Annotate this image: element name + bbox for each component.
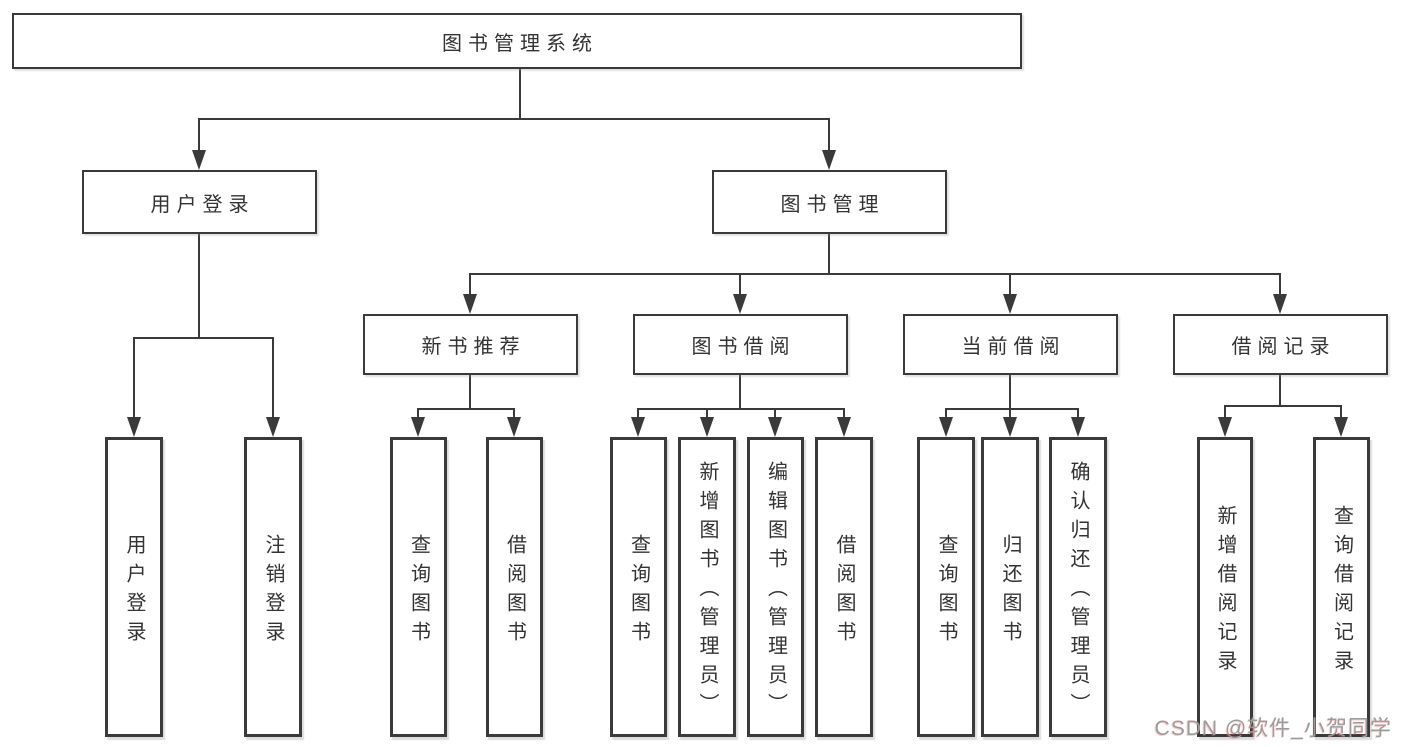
leaf-add-books-admin-label: 新增图书（管理员） (696, 461, 718, 722)
arrow-down-icon (837, 417, 851, 437)
connector-stem (469, 375, 471, 410)
connector-child-stem (945, 408, 947, 423)
arrow-down-icon (768, 417, 782, 437)
leaf-borrow-books: 借阅图书 (815, 437, 873, 737)
leaf-add-books-admin: 新增图书（管理员） (678, 437, 736, 737)
leaf-borrow-books-recommend-label: 借阅图书 (503, 533, 526, 650)
connector-child-stem (843, 408, 845, 423)
connector-child-stem (198, 118, 200, 156)
arrow-down-icon (127, 417, 141, 437)
connector-stem (198, 234, 200, 339)
arrow-down-icon (1273, 294, 1287, 314)
node-current-borrowing-label: 当前借阅 (961, 336, 1066, 358)
connector-child-stem (1009, 408, 1011, 423)
arrow-down-icon (1003, 294, 1017, 314)
leaf-query-books-recommend: 查询图书 (390, 437, 447, 737)
leaf-return-books-label: 归还图书 (999, 533, 1021, 650)
leaf-query-books-current: 查询图书 (917, 437, 975, 737)
node-new-book-recommend: 新书推荐 (363, 314, 578, 375)
connector-child-stem (1224, 405, 1226, 423)
connector-child-stem (417, 408, 419, 423)
node-library-system-label: 图书管理系统 (442, 32, 598, 55)
node-book-management: 图书管理 (712, 170, 947, 234)
node-current-borrowing: 当前借阅 (903, 314, 1118, 375)
leaf-edit-books-admin-label: 编辑图书（管理员） (764, 461, 787, 722)
connector-child-stem (469, 273, 471, 300)
connector-child-stem (133, 337, 135, 423)
node-user-login-label: 用户登录 (150, 193, 255, 216)
connector-child-stem (1279, 273, 1281, 300)
arrow-down-icon (463, 294, 477, 314)
connector-child-stem (637, 408, 639, 423)
connector-branch (945, 408, 1079, 410)
leaf-add-borrow-record-label: 新增借阅记录 (1214, 504, 1236, 679)
connector-stem (1009, 375, 1011, 410)
leaf-borrow-books-recommend: 借阅图书 (486, 437, 543, 737)
arrow-down-icon (1003, 417, 1017, 437)
node-book-borrowing-label: 图书借阅 (691, 336, 796, 358)
arrow-down-icon (1334, 417, 1348, 437)
leaf-borrow-books-label: 借阅图书 (833, 533, 855, 650)
csdn-watermark: CSDN @软件_小贺同学 (1154, 717, 1392, 740)
leaf-confirm-return-admin: 确认归还（管理员） (1049, 437, 1107, 737)
connector-child-stem (706, 408, 708, 423)
leaf-edit-books-admin: 编辑图书（管理员） (747, 437, 804, 737)
connector-branch (637, 408, 845, 410)
connector-child-stem (1340, 405, 1342, 423)
connector-stem (828, 234, 830, 275)
node-user-login: 用户登录 (82, 170, 317, 234)
arrow-down-icon (507, 417, 521, 437)
arrow-down-icon (822, 150, 836, 170)
leaf-query-books-borrowing-label: 查询图书 (627, 533, 650, 650)
arrow-down-icon (1218, 417, 1232, 437)
leaf-confirm-return-admin-label: 确认归还（管理员） (1067, 461, 1089, 722)
leaf-query-books-borrowing: 查询图书 (610, 437, 667, 737)
arrow-down-icon (700, 417, 714, 437)
node-book-management-label: 图书管理 (780, 193, 885, 216)
leaf-query-borrow-record-label: 查询借阅记录 (1330, 504, 1353, 679)
connector-child-stem (828, 118, 830, 156)
node-borrowing-records: 借阅记录 (1173, 314, 1388, 375)
node-book-borrowing: 图书借阅 (633, 314, 848, 375)
connector-stem (739, 375, 741, 410)
arrow-down-icon (192, 150, 206, 170)
node-library-system: 图书管理系统 (12, 13, 1022, 69)
connector-stem (1279, 375, 1281, 407)
arrow-down-icon (631, 417, 645, 437)
connector-child-stem (739, 273, 741, 300)
connector-child-stem (513, 408, 515, 423)
leaf-user-login: 用户登录 (105, 437, 163, 737)
leaf-query-books-recommend-label: 查询图书 (407, 533, 430, 650)
leaf-add-borrow-record: 新增借阅记录 (1197, 437, 1253, 737)
connector-child-stem (1009, 273, 1011, 300)
connector-child-stem (1077, 408, 1079, 423)
leaf-query-borrow-record: 查询借阅记录 (1313, 437, 1370, 737)
connector-branch (469, 273, 1281, 275)
arrow-down-icon (733, 294, 747, 314)
node-new-book-recommend-label: 新书推荐 (421, 336, 526, 358)
connector-branch (198, 118, 830, 120)
connector-child-stem (272, 337, 274, 423)
leaf-return-books: 归还图书 (981, 437, 1039, 737)
connector-branch (133, 337, 274, 339)
leaf-logout: 注销登录 (244, 437, 302, 737)
leaf-user-login-label: 用户登录 (123, 533, 145, 650)
connector-branch (417, 408, 515, 410)
connector-branch (1224, 405, 1342, 407)
node-borrowing-records-label: 借阅记录 (1231, 336, 1336, 358)
connector-stem (519, 69, 521, 120)
leaf-query-books-current-label: 查询图书 (935, 533, 957, 650)
connector-child-stem (774, 408, 776, 423)
arrow-down-icon (939, 417, 953, 437)
arrow-down-icon (1071, 417, 1085, 437)
leaf-logout-label: 注销登录 (262, 533, 284, 650)
arrow-down-icon (266, 417, 280, 437)
arrow-down-icon (411, 417, 425, 437)
